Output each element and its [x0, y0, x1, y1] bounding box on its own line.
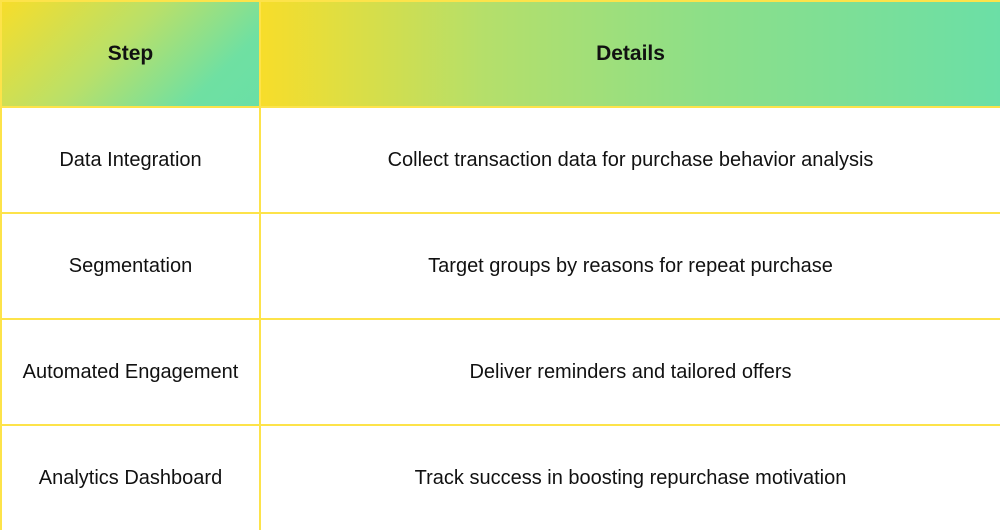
table-row: Analytics Dashboard Track success in boo…: [0, 424, 1000, 530]
step-cell: Segmentation: [0, 212, 261, 320]
header-row: Step Details: [0, 0, 1000, 108]
step-column-header: Step: [0, 0, 261, 108]
details-cell: Track success in boosting repurchase mot…: [259, 424, 1000, 530]
table-row: Segmentation Target groups by reasons fo…: [0, 212, 1000, 320]
details-cell: Target groups by reasons for repeat purc…: [259, 212, 1000, 320]
details-column-header: Details: [259, 0, 1000, 108]
details-cell: Deliver reminders and tailored offers: [259, 318, 1000, 426]
table-header: Step Details: [0, 0, 1000, 108]
table-row: Automated Engagement Deliver reminders a…: [0, 318, 1000, 426]
step-cell: Automated Engagement: [0, 318, 261, 426]
table-body: Data Integration Collect transaction dat…: [0, 106, 1000, 530]
details-cell: Collect transaction data for purchase be…: [259, 106, 1000, 214]
step-cell: Data Integration: [0, 106, 261, 214]
step-cell: Analytics Dashboard: [0, 424, 261, 530]
table-row: Data Integration Collect transaction dat…: [0, 106, 1000, 214]
